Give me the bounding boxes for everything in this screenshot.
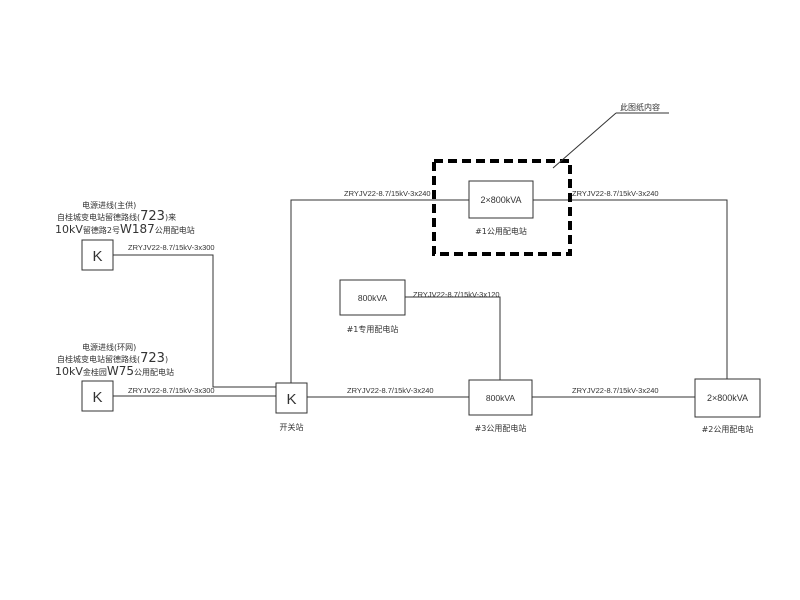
source2-line2: 自桂城变电站留德路线(723) xyxy=(57,351,168,366)
dedicated1-capacity: 800kVA xyxy=(358,293,387,303)
source1-line3-d: 公用配电站 xyxy=(155,225,195,235)
switch-station-box[interactable] xyxy=(275,382,308,414)
source2-line2-a: 自桂城变电站留德路线( xyxy=(57,354,140,364)
substation1-name: #1公用配电站 xyxy=(475,226,527,236)
substation2: 2×800kVA #2公用配电站 xyxy=(694,378,761,434)
switch-station: K 开关站 xyxy=(275,382,308,432)
source2-line3-d: 公用配电站 xyxy=(134,367,174,377)
source2: 电源进线(环网) 自桂城变电站留德路线(723) 10kV金桂园W75公用配电站… xyxy=(55,342,174,412)
cable-label-mid: ZRYJV22-8.7/15kV-3x240 xyxy=(347,386,434,395)
dedicated1-name: #1专用配电站 xyxy=(347,324,399,334)
source1-line2: 自桂城变电站留德路线(723)来 xyxy=(57,209,176,224)
substation2-box[interactable] xyxy=(694,378,761,418)
source1: 电源进线(主供) 自桂城变电站留德路线(723)来 10kV留德路2号W187公… xyxy=(55,200,195,271)
substation3-box[interactable] xyxy=(468,379,533,416)
substation1-capacity: 2×800kVA xyxy=(480,195,521,205)
source1-line3-b: 留德路2号 xyxy=(83,225,120,235)
source2-switch-symbol: K xyxy=(92,389,102,406)
substation3-capacity: 800kVA xyxy=(486,393,515,403)
substation3-name: #3公用配电站 xyxy=(475,423,527,433)
source1-line3: 10kV留德路2号W187公用配电站 xyxy=(55,222,195,236)
cable-label-source1: ZRYJV22-8.7/15kV-3x300 xyxy=(128,243,215,252)
source1-switch-symbol: K xyxy=(92,248,102,265)
highlight-frame xyxy=(432,159,572,256)
substation1: 2×800kVA #1公用配电站 xyxy=(432,159,572,256)
cable-label-top-left: ZRYJV22-8.7/15kV-3x240 xyxy=(344,189,431,198)
source2-line3-a: 10kV xyxy=(55,365,83,378)
note-text: 此图纸内容 xyxy=(620,102,660,112)
source1-line3-a: 10kV xyxy=(55,223,83,236)
cable-label-dedicated: ZRYJV22-8.7/15kV-3x120 xyxy=(413,290,500,299)
wire-source1 xyxy=(113,254,276,388)
cable-label-top-right: ZRYJV22-8.7/15kV-3x240 xyxy=(572,189,659,198)
note-leader-line xyxy=(552,112,617,169)
source1-switch-box[interactable] xyxy=(81,239,114,271)
substation2-name: #2公用配电站 xyxy=(702,424,754,434)
substation1-box[interactable] xyxy=(468,180,534,219)
source2-switch-box[interactable] xyxy=(81,380,114,412)
source2-line1: 电源进线(环网) xyxy=(82,342,136,352)
wire-sub1-to-sub2 xyxy=(533,199,728,379)
source2-line3: 10kV金桂园W75公用配电站 xyxy=(55,364,174,378)
wire-switch-to-sub1 xyxy=(290,199,469,383)
switch-station-name: 开关站 xyxy=(280,422,304,432)
source1-line2-c: )来 xyxy=(165,213,176,222)
source1-line3-c: W187 xyxy=(120,222,155,236)
source2-line3-c: W75 xyxy=(107,364,134,378)
dedicated1-box[interactable] xyxy=(339,279,406,316)
source2-line2-c: ) xyxy=(165,355,168,364)
switch-station-symbol: K xyxy=(286,391,296,408)
source1-line2-a: 自桂城变电站留德路线( xyxy=(57,212,140,222)
wire-dedicated-to-sub3 xyxy=(405,296,501,380)
substation2-capacity: 2×800kVA xyxy=(707,393,748,403)
cable-label-source2: ZRYJV22-8.7/15kV-3x300 xyxy=(128,386,215,395)
source1-line2-b: 723 xyxy=(140,209,165,224)
dedicated1: 800kVA #1专用配电站 xyxy=(339,279,406,334)
cable-label-right: ZRYJV22-8.7/15kV-3x240 xyxy=(572,386,659,395)
substation3: 800kVA #3公用配电站 xyxy=(468,379,533,433)
source2-line2-b: 723 xyxy=(140,351,165,366)
source1-line1: 电源进线(主供) xyxy=(82,200,136,210)
source2-line3-b: 金桂园 xyxy=(83,367,107,377)
